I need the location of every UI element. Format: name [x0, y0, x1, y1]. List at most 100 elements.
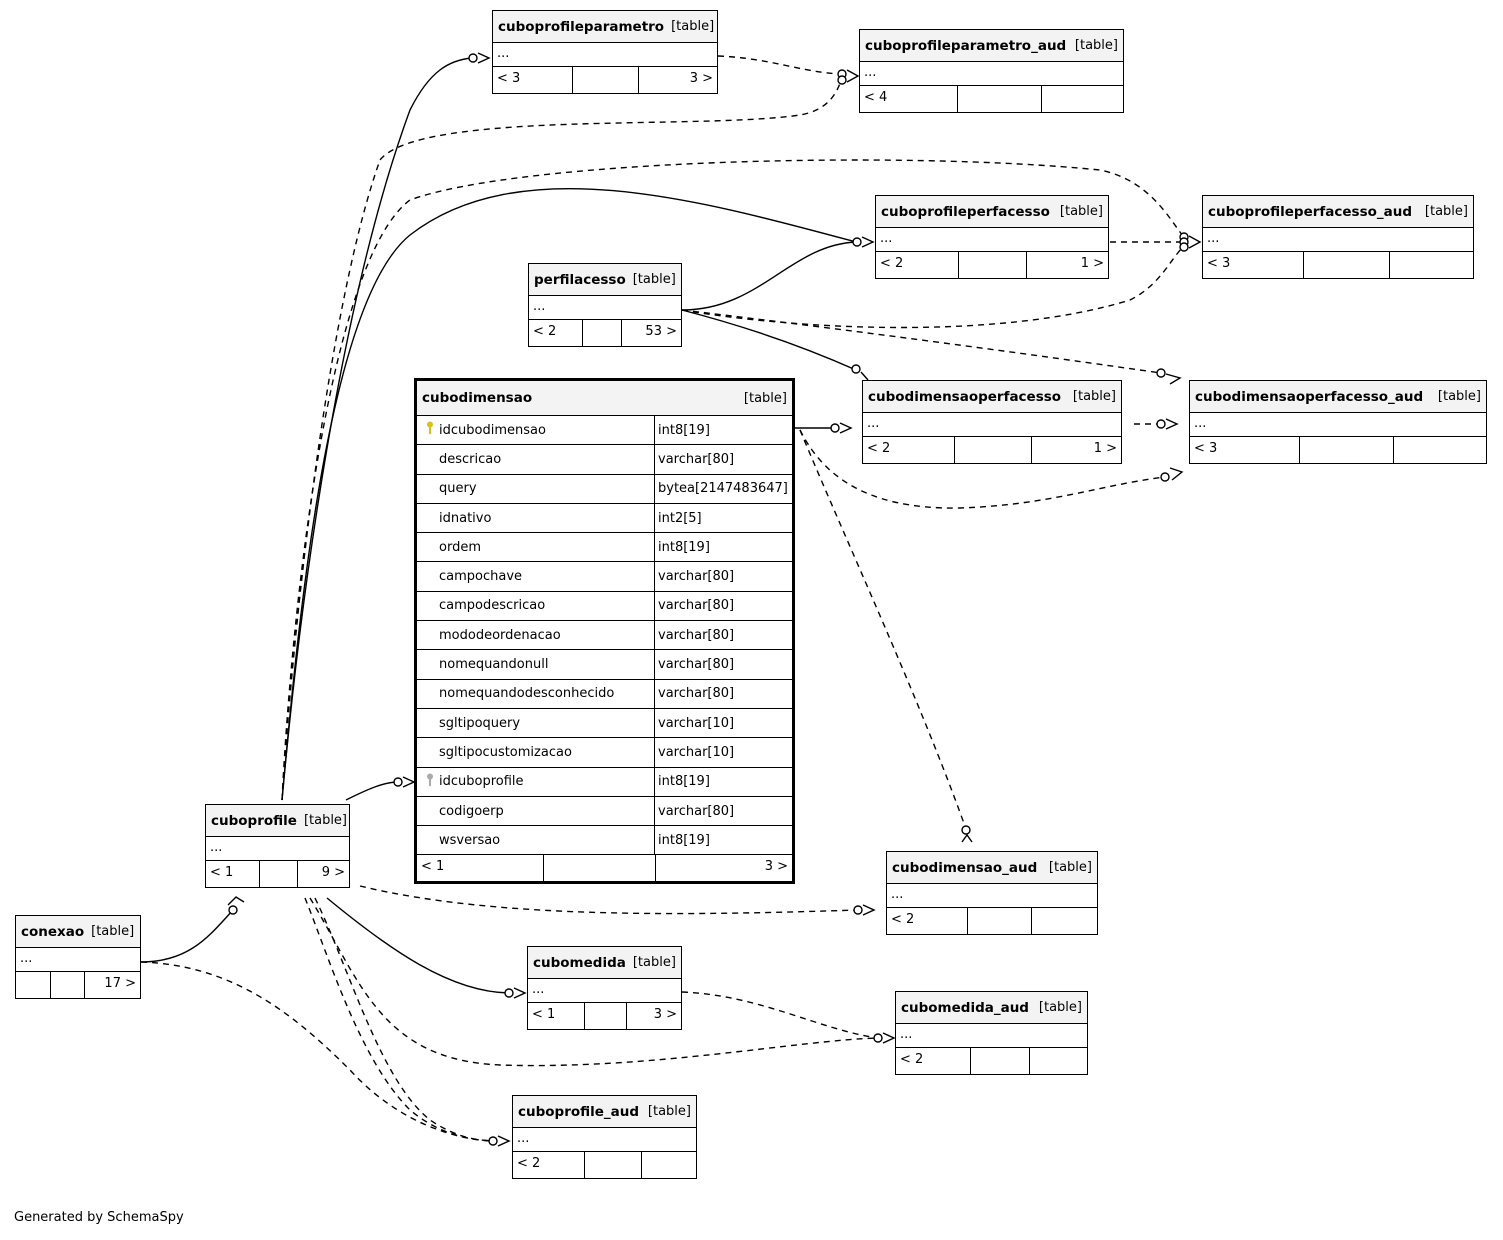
parents-count[interactable]: < 3	[1207, 256, 1231, 271]
children-count[interactable]: 3 >	[638, 67, 717, 93]
parents-count[interactable]	[16, 972, 50, 998]
children-count[interactable]: 9 >	[297, 861, 349, 887]
parents-count[interactable]: < 3	[497, 71, 521, 86]
parents-count[interactable]: < 4	[864, 90, 888, 105]
rel-cuboprofile-cuboprofileparametro-aud	[281, 79, 842, 801]
table-kind: [table]	[1437, 389, 1481, 404]
column-type: int8[19]	[658, 832, 710, 848]
rows-count	[970, 1048, 1029, 1074]
parents-count[interactable]: < 1	[417, 855, 544, 882]
table-kind: [table]	[743, 390, 787, 406]
table-name[interactable]: cuboprofileperfacesso	[881, 203, 1050, 220]
table-name[interactable]: cuboprofile_aud	[518, 1103, 640, 1120]
table-footer: < 3 3 >	[493, 67, 717, 93]
children-count[interactable]: 17 >	[84, 972, 140, 998]
column-name: sgltipoquery	[439, 715, 521, 731]
children-count[interactable]: 3 >	[655, 855, 792, 882]
parents-count[interactable]: < 2	[880, 256, 904, 271]
table-name[interactable]: cuboprofileparametro	[498, 18, 665, 35]
parents-count[interactable]: < 2	[867, 441, 891, 456]
table-name[interactable]: cuboprofile	[211, 812, 297, 829]
children-count[interactable]	[1041, 86, 1123, 112]
table-name[interactable]: perfilacesso	[534, 271, 626, 288]
table-kind: [table]	[91, 924, 135, 939]
table-name[interactable]: cubodimensao_aud	[892, 859, 1038, 876]
column-type: varchar[80]	[658, 627, 735, 643]
children-count[interactable]	[1031, 908, 1097, 934]
table-cubodimensao-aud[interactable]: cubodimensao_aud[table] ... < 2	[886, 851, 1098, 935]
table-kind: [table]	[632, 272, 676, 287]
table-name[interactable]: conexao	[21, 923, 85, 940]
column-name-cell: mododeordenacao	[417, 621, 655, 650]
children-count[interactable]: 1 >	[1031, 437, 1121, 463]
columns-collapsed: ...	[876, 228, 1108, 252]
column-row[interactable]: sgltipoquery varchar[10]	[417, 708, 792, 739]
parents-count[interactable]: < 2	[517, 1156, 541, 1171]
rows-count	[584, 1152, 641, 1178]
foreign-key-icon	[421, 773, 439, 791]
table-cuboprofileperfacesso-aud[interactable]: cuboprofileperfacesso_aud[table] ... < 3	[1202, 195, 1474, 279]
parents-count[interactable]: < 3	[1194, 441, 1218, 456]
table-cubomedida-aud[interactable]: cubomedida_aud[table] ... < 2	[895, 991, 1088, 1075]
parents-count[interactable]: < 2	[900, 1052, 924, 1067]
rel-perfilacesso-cubodimensaoperfacesso-aud	[681, 309, 1162, 374]
table-kind: [table]	[671, 19, 715, 34]
table-footer: < 2 1 >	[876, 252, 1108, 278]
table-header: cuboprofileparametro_aud[table]	[860, 30, 1123, 62]
table-name[interactable]: cuboprofileperfacesso_aud	[1208, 203, 1413, 220]
column-type: varchar[10]	[658, 715, 735, 731]
table-cuboprofileparametro[interactable]: cuboprofileparametro [table] ... < 3 3 >	[492, 10, 718, 94]
table-name[interactable]: cubodimensaoperfacesso_aud	[1195, 388, 1424, 405]
children-count[interactable]: 53 >	[621, 320, 681, 346]
parents-count[interactable]: < 2	[891, 912, 915, 927]
children-count[interactable]: 1 >	[1026, 252, 1108, 278]
table-footer: < 3	[1203, 252, 1473, 278]
table-name[interactable]: cuboprofileparametro_aud	[865, 37, 1067, 54]
children-count[interactable]: 3 >	[626, 1003, 681, 1029]
table-conexao[interactable]: conexao[table] ... 17 >	[15, 915, 141, 999]
column-name-cell: campodescricao	[417, 591, 655, 621]
table-cuboprofile-aud[interactable]: cuboprofile_aud[table] ... < 2	[512, 1095, 697, 1179]
parents-count[interactable]: < 1	[532, 1007, 556, 1022]
children-count[interactable]	[641, 1152, 696, 1178]
parents-count[interactable]: < 1	[210, 865, 234, 880]
parents-count[interactable]: < 2	[533, 324, 557, 339]
column-row[interactable]: wsversao int8[19]	[417, 826, 792, 856]
children-count[interactable]	[1393, 437, 1486, 463]
column-name-cell: ordem	[417, 533, 655, 562]
column-type: int8[19]	[658, 539, 710, 555]
table-footer: < 3	[1190, 437, 1486, 463]
table-name[interactable]: cubodimensao	[422, 390, 533, 406]
table-cuboprofileparametro-aud[interactable]: cuboprofileparametro_aud[table] ... < 4	[859, 29, 1124, 113]
table-cubodimensaoperfacesso-aud[interactable]: cubodimensaoperfacesso_aud[table] ... < …	[1189, 380, 1487, 464]
column-name: wsversao	[439, 832, 501, 848]
table-name[interactable]: cubomedida_aud	[901, 999, 1029, 1016]
rows-count	[584, 1003, 626, 1029]
table-name[interactable]: cubomedida	[533, 954, 626, 971]
children-count[interactable]	[1029, 1048, 1087, 1074]
table-name[interactable]: cubodimensaoperfacesso	[868, 388, 1062, 405]
children-count[interactable]	[1389, 252, 1473, 278]
column-type: varchar[80]	[658, 657, 735, 673]
columns-collapsed: ...	[493, 43, 717, 67]
table-footer: < 2	[513, 1152, 696, 1178]
